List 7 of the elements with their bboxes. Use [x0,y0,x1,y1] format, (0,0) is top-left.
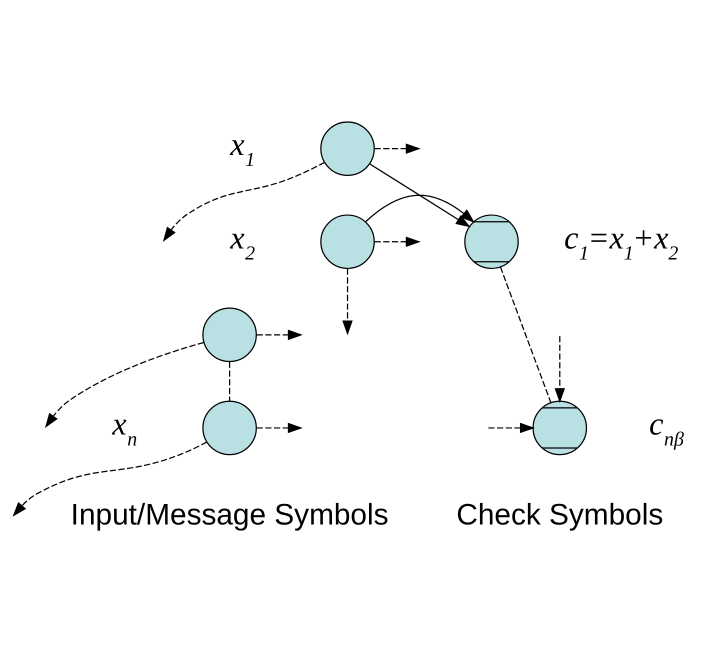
node-label: c$_{1}$=x$_{1}$+x$_{2}$ [564,218,678,264]
node-label: x$_{1}$ [230,126,256,171]
node-label: c$_{nβ}$ [649,405,684,450]
node-label: x$_{n}$ [112,405,138,450]
node-label: x$_{2}$ [230,218,256,264]
label: Input/Message Symbols [70,498,389,531]
label: Check Symbols [456,498,664,531]
